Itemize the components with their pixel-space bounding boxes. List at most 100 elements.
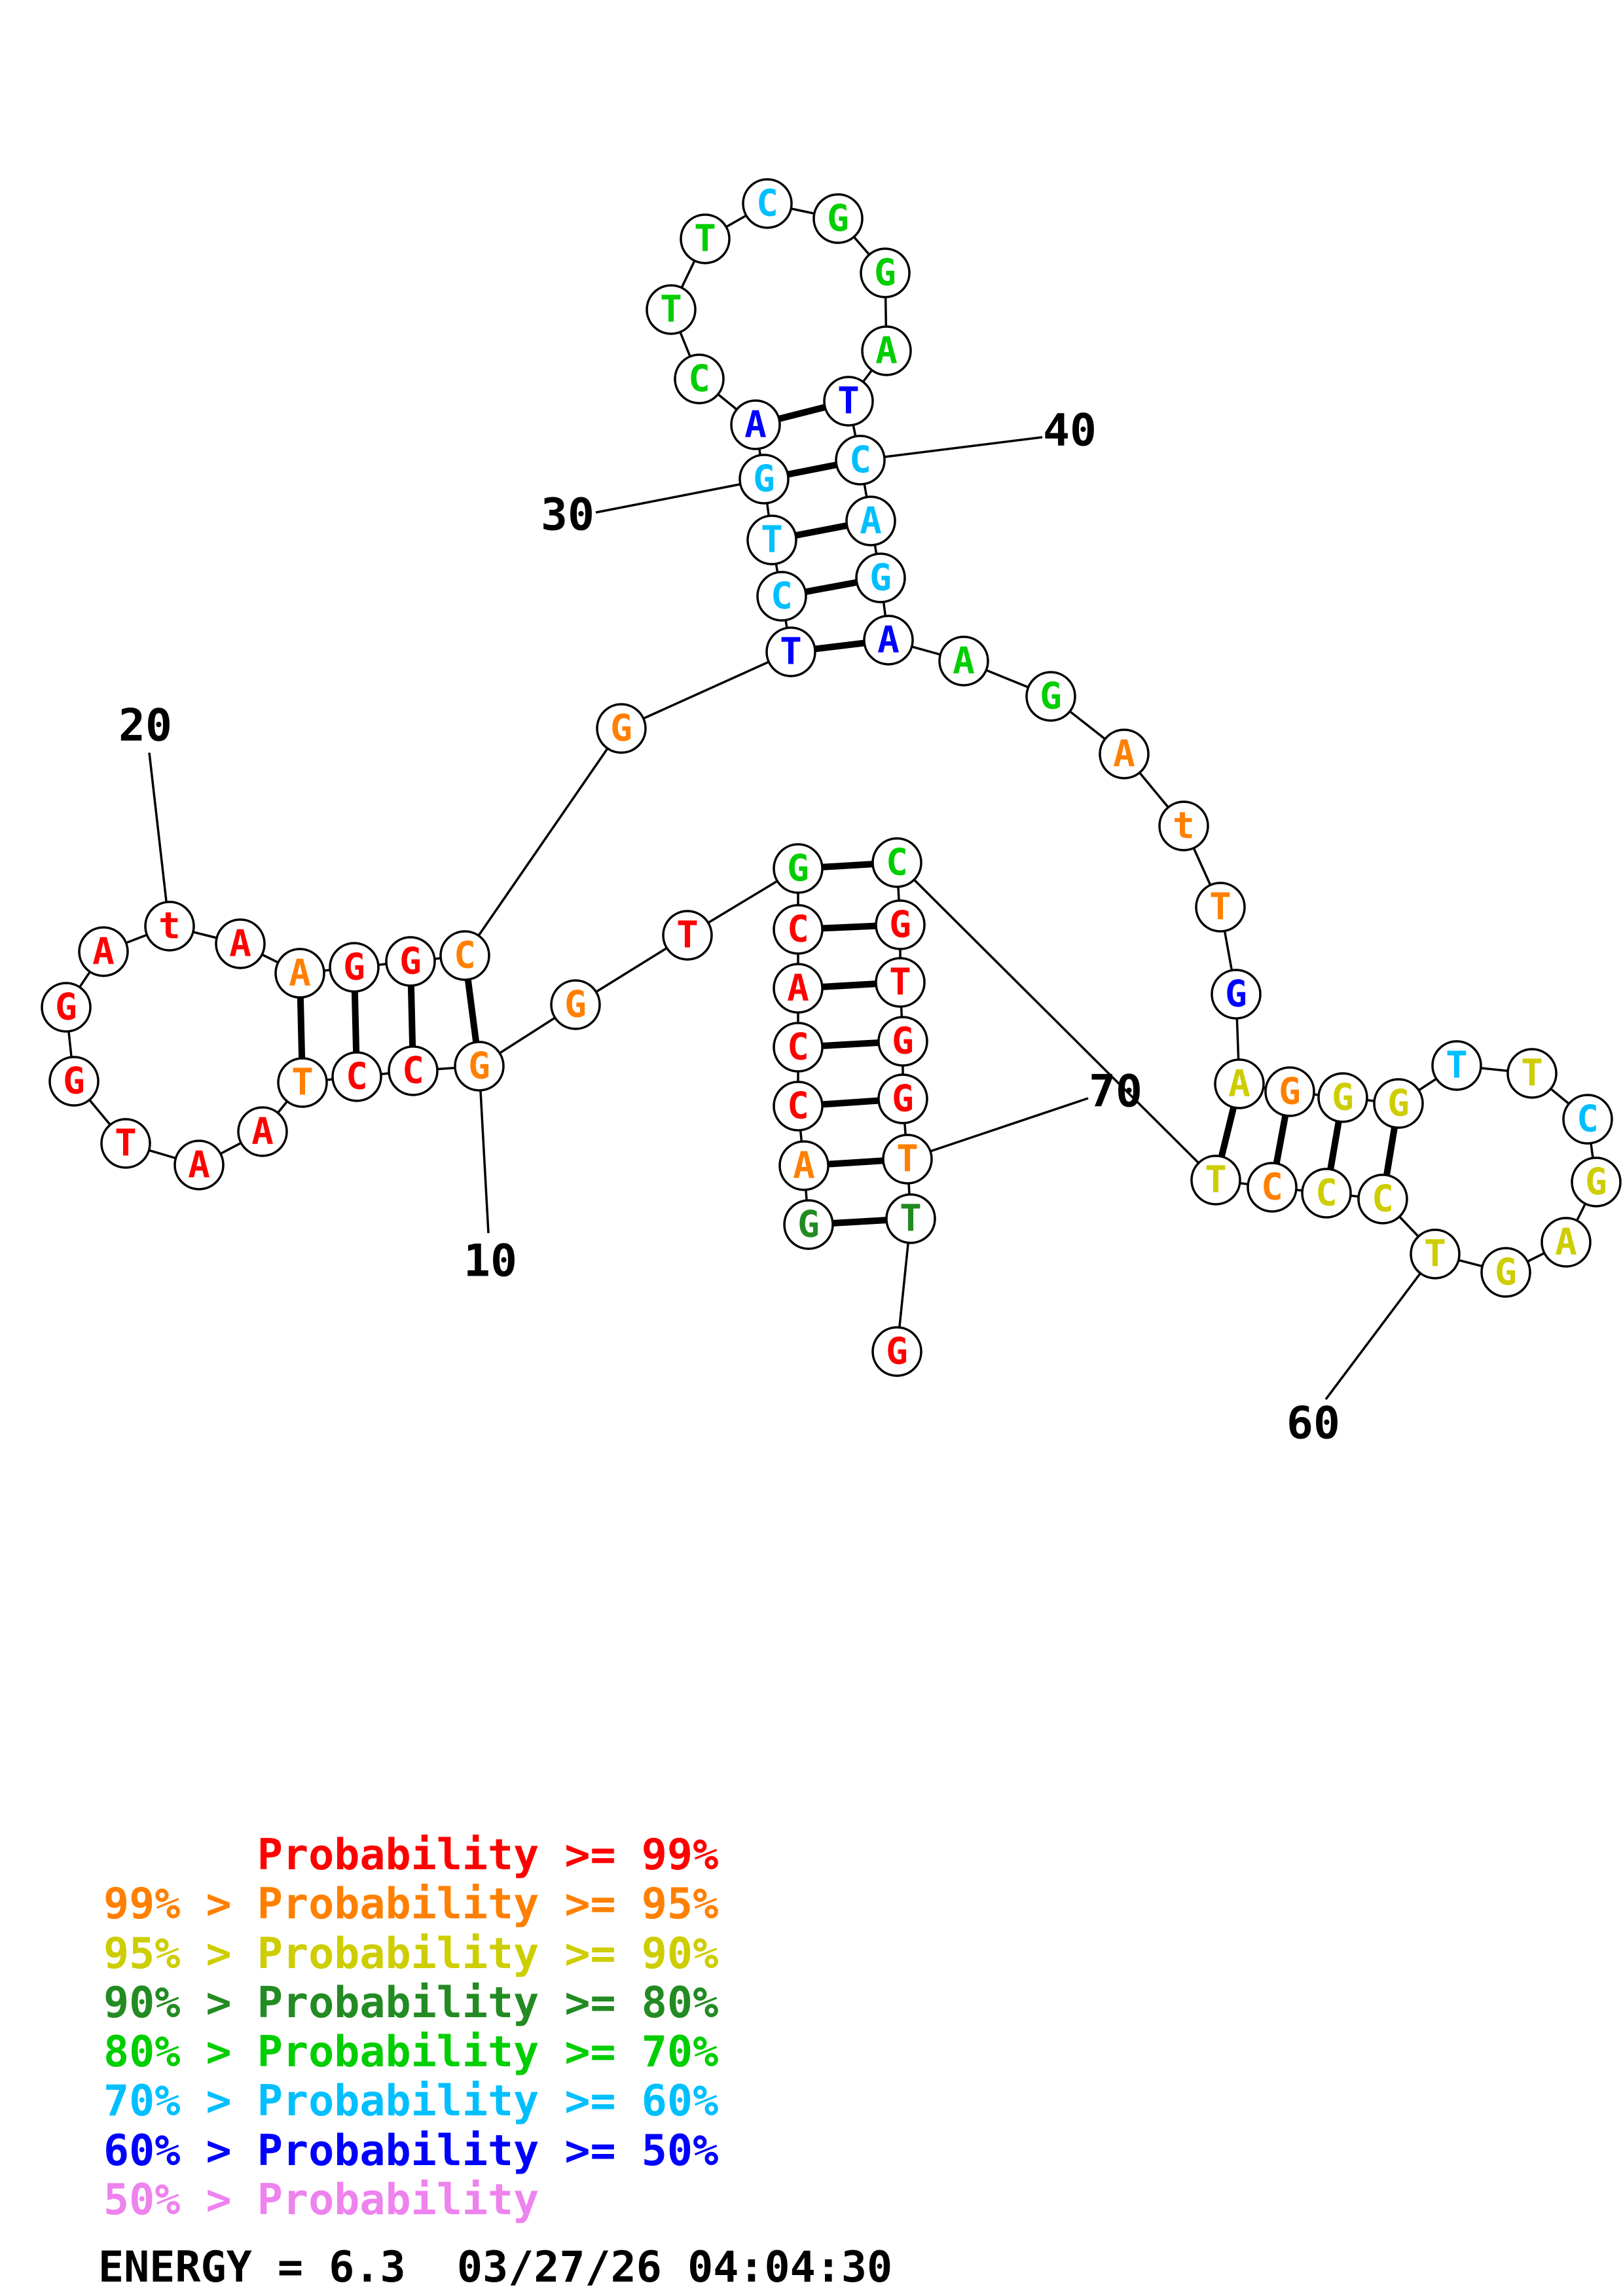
nucleotide-base: A: [229, 923, 251, 965]
sequence-number-label: 20: [119, 700, 172, 752]
nucleotide-base: A: [289, 952, 311, 995]
nucleotide-base: T: [1205, 1159, 1227, 1202]
legend-line: Probability >= 99%: [103, 1831, 719, 1880]
nucleotide-circle: [1247, 1162, 1298, 1213]
nucleotide-base: T: [896, 1138, 919, 1181]
nucleotide-circle: [1562, 1094, 1613, 1145]
nucleotide-base: C: [1315, 1172, 1338, 1215]
nucleotide-circle: [871, 1326, 922, 1377]
nucleotide-base: G: [1279, 1071, 1301, 1113]
nucleotide-base: t: [158, 905, 181, 948]
nucleotide-circle: [835, 435, 886, 486]
legend-line: 80% > Probability >= 70%: [103, 2028, 719, 2077]
nucleotide-circle: [773, 963, 824, 1014]
nucleotide-circle: [938, 636, 989, 687]
nucleotide-circle: [875, 899, 926, 950]
nucleotide-circle: [385, 936, 436, 987]
nucleotide-circle: [823, 376, 874, 427]
sequence-number-label: 70: [1089, 1066, 1142, 1118]
nucleotide-base: T: [1521, 1052, 1543, 1095]
sequence-number-label: 60: [1286, 1398, 1340, 1450]
nucleotide-circle: [1480, 1247, 1531, 1298]
nucleotide-circle: [144, 901, 195, 952]
nucleotide-circle: [1317, 1072, 1368, 1123]
nucleotide-base: G: [869, 557, 892, 600]
nucleotide-base: A: [92, 931, 115, 973]
nucleotide-base: T: [761, 519, 783, 562]
nucleotide-circle: [454, 1041, 505, 1092]
nucleotide-base: G: [55, 986, 77, 1029]
nucleotide-base: A: [787, 967, 809, 1010]
nucleotide-base: T: [1446, 1045, 1468, 1087]
nucleotide-base: A: [875, 330, 898, 372]
nucleotide-circle: [331, 1051, 382, 1102]
nucleotide-base: G: [827, 198, 849, 240]
nucleotide-base: G: [892, 1078, 914, 1121]
nucleotide-base: T: [291, 1062, 314, 1104]
nucleotide-base: A: [860, 500, 882, 543]
nucleotide-base: G: [468, 1045, 490, 1088]
nucleotide-circle: [1190, 1155, 1241, 1206]
legend-line: 50% > Probability: [103, 2176, 539, 2225]
nucleotide-circle: [742, 178, 793, 229]
nucleotide-circle: [439, 930, 490, 981]
nucleotide-base: C: [346, 1056, 368, 1098]
backbone-line: [621, 651, 792, 730]
nucleotide-circle: [329, 942, 380, 993]
nucleotide-base: G: [1225, 973, 1247, 1016]
nucleotide-base: C: [771, 575, 793, 618]
nucleotide-base: G: [787, 848, 809, 890]
nucleotide-circle: [1025, 671, 1076, 722]
nucleotide-base: A: [953, 640, 975, 683]
nucleotide-base: G: [797, 1204, 820, 1246]
nucleotide-base: C: [1577, 1098, 1599, 1141]
nucleotide-base: t: [1173, 805, 1195, 848]
nucleotide-base: G: [892, 1020, 914, 1063]
nucleotide-circle: [550, 979, 601, 1030]
nucleotide-circle: [855, 552, 906, 603]
probability-legend: Probability >= 99%99% > Probability >= 9…: [103, 1831, 718, 2225]
label-leader-line: [148, 752, 168, 902]
label-leader-line: [884, 436, 1043, 458]
label-leader-line: [930, 1097, 1089, 1153]
nucleotide-base: C: [1261, 1166, 1283, 1209]
nucleotide-circle: [783, 1199, 834, 1250]
nucleotide-circle: [773, 904, 824, 955]
nucleotide-base: A: [877, 619, 900, 662]
nucleotide-base: G: [1387, 1083, 1410, 1125]
nucleotide-base: G: [564, 984, 587, 1026]
nucleotide-circle: [885, 1193, 936, 1244]
nucleotide-circle: [877, 1016, 928, 1067]
nucleotide-circle: [1301, 1168, 1352, 1219]
nucleotide-base: T: [1424, 1233, 1446, 1276]
nucleotide-circle: [773, 1022, 824, 1073]
nucleotide-circle: [277, 1057, 328, 1108]
nucleotide-circle: [861, 325, 912, 376]
nucleotide-circle: [746, 514, 797, 565]
nucleotide-circle: [730, 399, 781, 450]
nucleotide-base: A: [1113, 733, 1135, 776]
nucleotide-circle: [778, 1140, 830, 1191]
nucleotide-circle: [237, 1106, 288, 1157]
nucleotide-base: T: [676, 914, 699, 957]
nucleotide-base: G: [1495, 1251, 1517, 1294]
legend-line: 99% > Probability >= 95%: [103, 1880, 719, 1929]
nucleotide-circle: [173, 1139, 225, 1191]
nucleotide-circle: [1158, 800, 1209, 852]
nucleotide-base: A: [1228, 1063, 1250, 1105]
nucleotide-circle: [388, 1045, 439, 1096]
nucleotide-base: C: [756, 183, 778, 225]
nucleotide-base: A: [1555, 1221, 1577, 1264]
nucleotide-base: T: [115, 1122, 137, 1165]
nucleotide-circle: [662, 910, 713, 961]
nucleotide-circle: [48, 1056, 100, 1107]
nucleotide-base: G: [343, 946, 365, 989]
nucleotide-base: A: [188, 1144, 210, 1187]
nucleotide-circle: [680, 213, 731, 264]
nucleotide-base: C: [787, 908, 809, 951]
nucleotide-circle: [596, 703, 647, 754]
nucleotide-base: G: [874, 252, 896, 295]
nucleotide-base: C: [1372, 1178, 1394, 1221]
nucleotide-base: A: [744, 404, 767, 446]
